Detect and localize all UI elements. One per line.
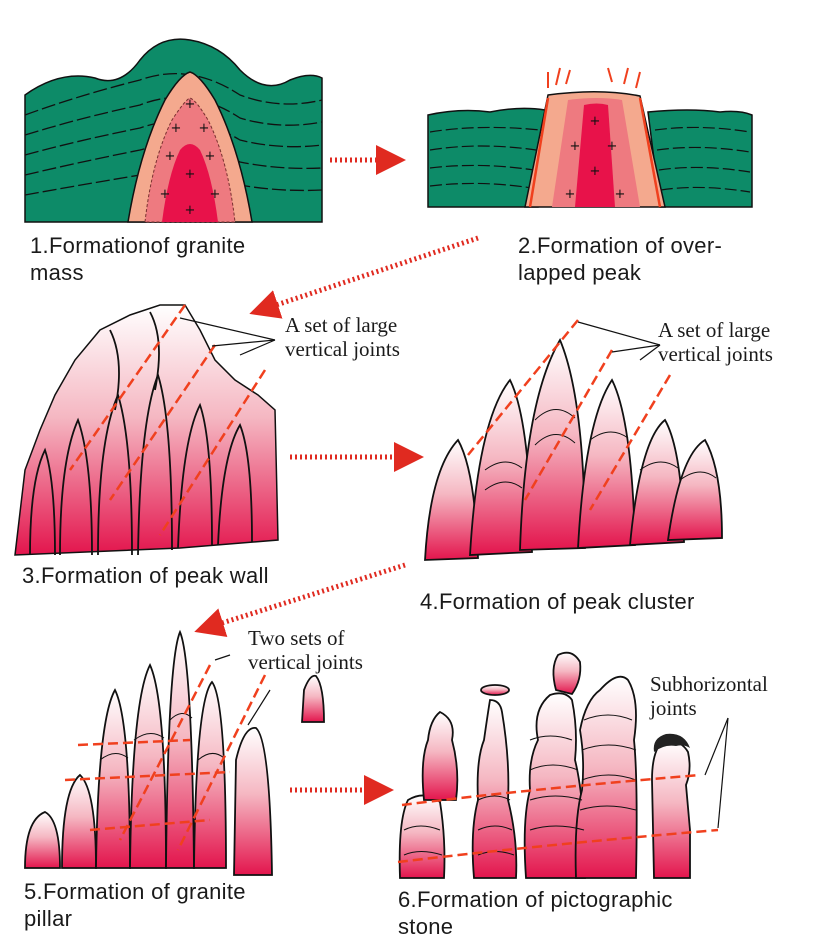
stage-3-label: 3.Formation of peak wall	[22, 562, 269, 589]
svg-text:+: +	[590, 164, 601, 179]
annotation-two-sets-vertical-joints: Two sets of vertical joints	[248, 626, 363, 674]
svg-text:+: +	[165, 149, 176, 164]
svg-text:+: +	[199, 121, 210, 136]
annotation-large-vertical-joints-3: A set of large vertical joints	[285, 313, 400, 361]
annotation-subhorizontal-joints: Subhorizontal joints	[650, 672, 768, 720]
svg-text:+: +	[185, 167, 196, 182]
annotation-large-vertical-joints-4: A set of large vertical joints	[658, 318, 773, 366]
svg-text:+: +	[171, 121, 182, 136]
svg-text:+: +	[205, 149, 216, 164]
panel-granite-mass: +++ +++ +++	[25, 39, 322, 222]
svg-text:+: +	[160, 187, 171, 202]
arrow-2-to-3	[255, 238, 478, 312]
stage-6-label: 6.Formation of pictographic stone	[398, 886, 673, 940]
small-pillar	[302, 676, 324, 722]
svg-text:+: +	[185, 203, 196, 218]
stage-5-label: 5.Formation of granite pillar	[24, 878, 246, 932]
svg-text:+: +	[570, 139, 581, 154]
isolated-pillar	[234, 728, 272, 875]
panel-peak-wall	[15, 305, 278, 555]
country-rock-right	[648, 110, 752, 207]
svg-text:+: +	[185, 97, 196, 112]
svg-text:+: +	[590, 114, 601, 129]
svg-text:+: +	[565, 187, 576, 202]
panel-overlapped-peak: + + + + + +	[428, 68, 752, 207]
stage-1-label: 1.Formationof granite mass	[30, 232, 245, 286]
stage-2-label: 2.Formation of over- lapped peak	[518, 232, 722, 286]
figure-stone	[652, 741, 690, 878]
stage-4-label: 4.Formation of peak cluster	[420, 588, 695, 615]
svg-text:+: +	[210, 187, 221, 202]
svg-text:+: +	[615, 187, 626, 202]
svg-text:+: +	[607, 139, 618, 154]
